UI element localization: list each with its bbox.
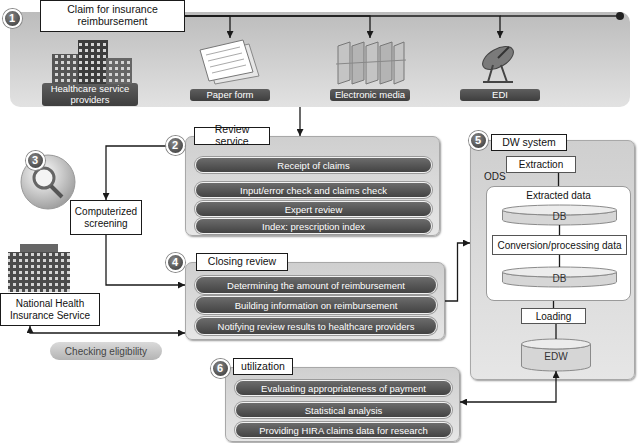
source-icon: Paper form bbox=[190, 38, 270, 101]
office-building-icon bbox=[8, 244, 70, 292]
node-text: Providing HIRA claims data for research bbox=[259, 425, 427, 436]
process-box: Loading bbox=[521, 308, 586, 324]
callout-number: 3 bbox=[26, 151, 45, 170]
section-heading: DW system bbox=[491, 134, 567, 151]
node-text: Loading bbox=[536, 311, 572, 322]
section-heading: Claim for insurance reimbursement bbox=[40, 0, 185, 32]
callout-number: 1 bbox=[3, 9, 22, 28]
magnifier-icon-part bbox=[51, 186, 62, 197]
node-text: Receipt of claims bbox=[277, 160, 349, 171]
office-building-icon-part bbox=[8, 252, 70, 292]
database-cylinder: DB bbox=[502, 267, 617, 287]
step-pill: Building information on reimbursement bbox=[196, 297, 436, 313]
section-heading: Extracted data bbox=[487, 190, 630, 201]
node-text: EDI bbox=[460, 89, 540, 101]
node-text: National Health Insurance Service bbox=[4, 298, 96, 321]
node-text: Conversion/processing data bbox=[498, 240, 622, 251]
callout-number: 6 bbox=[211, 359, 230, 378]
database-cylinder: EDW bbox=[521, 339, 591, 371]
node-text: Evaluating appropriateness of payment bbox=[261, 383, 426, 394]
office-building-icon-part bbox=[20, 244, 58, 252]
process-box: Extraction bbox=[506, 156, 576, 173]
flow-connector bbox=[30, 326, 185, 333]
node-text: Index: prescription index bbox=[262, 221, 365, 232]
section-heading: Review service bbox=[194, 127, 270, 145]
step-pill: Statistical analysis bbox=[236, 403, 451, 417]
node-text: Computerized screening bbox=[74, 206, 138, 229]
area-label: ODS bbox=[484, 171, 506, 182]
label-box: Computerized screening bbox=[70, 200, 142, 235]
office-building-icon-part bbox=[8, 252, 70, 292]
process-group: Closing reviewDetermining the amount of … bbox=[185, 262, 445, 340]
node-text: Statistical analysis bbox=[305, 405, 383, 416]
node-text: Healthcare service providers bbox=[42, 83, 138, 106]
magnifier-icon-part bbox=[34, 168, 54, 188]
process-group: Review serviceReceipt of claimsInput/err… bbox=[185, 136, 440, 236]
flow-connector bbox=[299, 107, 300, 136]
process-group: utilizationEvaluating appropriateness of… bbox=[225, 367, 460, 442]
callout-number: 2 bbox=[166, 136, 185, 155]
step-pill: Receipt of claims bbox=[196, 158, 431, 172]
node-text: Extraction bbox=[519, 159, 563, 170]
source-icon: Healthcare service providers bbox=[42, 38, 138, 106]
label-box: National Health Insurance Service bbox=[0, 293, 100, 326]
node-text: DB bbox=[553, 273, 567, 284]
node-text: Building information on reimbursement bbox=[235, 300, 398, 311]
step-pill: Evaluating appropriateness of payment bbox=[236, 381, 451, 395]
step-pill: Providing HIRA claims data for research bbox=[236, 423, 451, 437]
node-text: Notifying review results to healthcare p… bbox=[218, 321, 415, 332]
step-pill: Determining the amount of reimbursement bbox=[196, 277, 436, 293]
input-band: Claim for insurance reimbursementHealthc… bbox=[10, 12, 630, 107]
source-icon: Electronic media bbox=[330, 38, 410, 101]
process-box: Conversion/processing data bbox=[492, 235, 627, 255]
node-text: Paper form bbox=[190, 89, 270, 101]
data-store-group: Extracted dataDB Conversion/processing da… bbox=[486, 186, 631, 301]
flow-connector bbox=[106, 235, 185, 285]
callout-number: 4 bbox=[166, 253, 185, 272]
step-pill: Notifying review results to healthcare p… bbox=[196, 318, 436, 334]
step-pill: Expert review bbox=[196, 202, 431, 216]
flow-connector bbox=[445, 243, 470, 301]
node-text: Checking eligibility bbox=[65, 346, 147, 357]
section-heading: Closing review bbox=[196, 253, 288, 271]
step-pill: Input/error check and claims check bbox=[196, 183, 431, 197]
node-text: Determining the amount of reimbursement bbox=[227, 280, 405, 291]
database-cylinder: DB bbox=[502, 205, 617, 225]
node-text: EDW bbox=[544, 351, 567, 362]
status-pill: Checking eligibility bbox=[50, 342, 162, 360]
cylinder-top bbox=[522, 339, 591, 349]
node-text: DB bbox=[553, 211, 567, 222]
section-heading: utilization bbox=[233, 358, 293, 375]
node-text: Electronic media bbox=[330, 89, 410, 101]
source-icon: EDI bbox=[460, 38, 540, 101]
step-pill: Index: prescription index bbox=[196, 219, 431, 233]
node-text: Expert review bbox=[285, 204, 343, 215]
callout-number: 5 bbox=[469, 131, 488, 150]
node-text: Input/error check and claims check bbox=[240, 185, 387, 196]
